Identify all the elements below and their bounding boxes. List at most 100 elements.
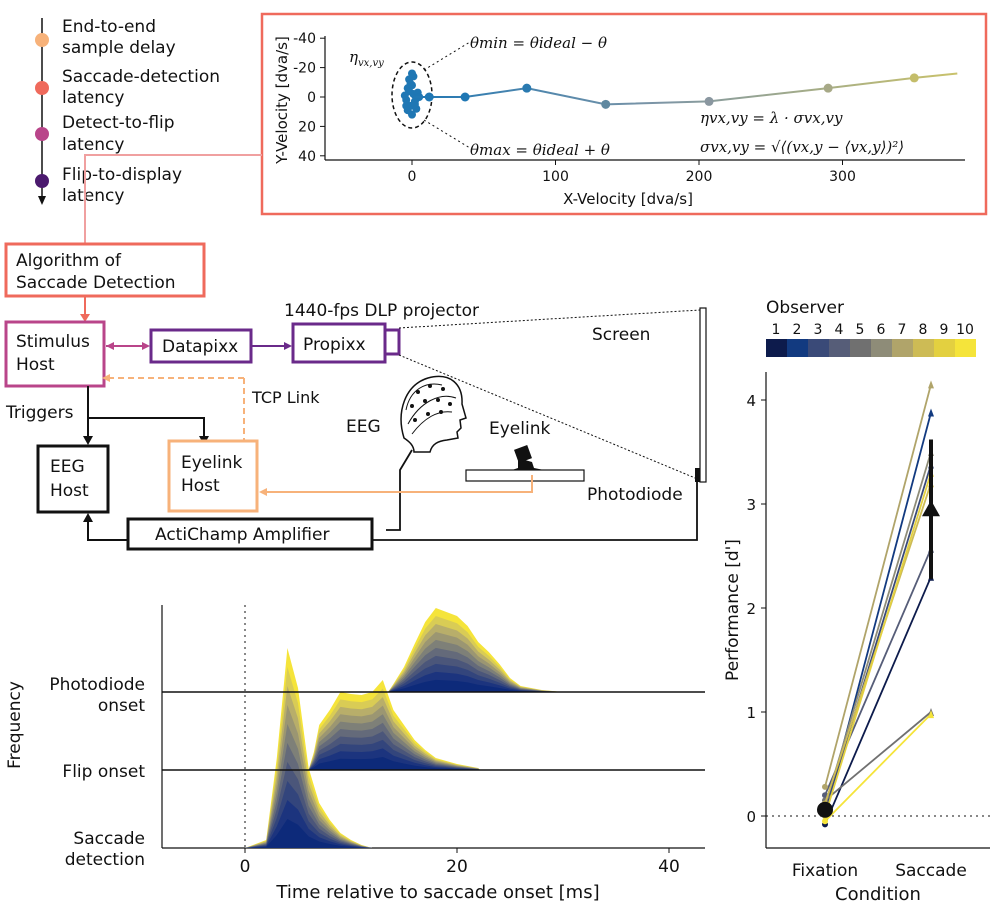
photodiode-cable (372, 482, 698, 541)
perf-xtick-saccade: Saccade (895, 861, 967, 881)
observer-legend-label: 9 (940, 322, 949, 338)
ridge-label-saccade-1: Saccade (73, 829, 145, 849)
eeg-cable (386, 449, 413, 531)
amplifier-to-eeg-arrow (83, 513, 93, 522)
algo-to-stimulus-arrow (80, 314, 90, 322)
theta-max-line (423, 119, 471, 149)
velocity-xtick-label: 0 (408, 169, 417, 185)
perf-ytick-label: 0 (746, 808, 756, 826)
perf-ytick-label: 3 (746, 496, 756, 514)
observer-legend-swatch (808, 339, 829, 357)
ridge-ylabel: Frequency (5, 681, 25, 769)
stimulus-host-box (4, 320, 106, 388)
observer-legend-label: 1 (772, 322, 781, 338)
velocity-point (424, 92, 434, 102)
trigger-arrow-eeg (83, 436, 93, 445)
observer-point-saccade (928, 710, 934, 719)
eeg-head-icon (400, 375, 467, 453)
eeg-host-box (36, 444, 110, 514)
legend-dot-detect-to-flip (35, 127, 49, 141)
velocity-ylabel: Y-Velocity [dva/s] (273, 36, 291, 165)
block-diagram: Algorithm of Saccade Detection Stimulus … (4, 242, 707, 551)
legend-label-2b: latency (62, 88, 124, 108)
cluster-point (400, 91, 409, 100)
legend-dot-end-to-end (35, 33, 49, 47)
legend-timeline-arrow (38, 196, 46, 205)
stimulus-host-label-1: Stimulus (16, 332, 90, 352)
observer-legend-label: 6 (877, 322, 886, 338)
amplifier-to-eeg-line (87, 518, 128, 541)
eyelink-cable (262, 475, 533, 493)
eyelink-mount-icon (512, 458, 544, 470)
photodiode-sensor (695, 468, 700, 482)
velocity-point (601, 99, 611, 109)
observer-legend-title: Observer (766, 298, 844, 318)
datapixx-label: Datapixx (162, 337, 238, 357)
ridge-xtick-label: 20 (446, 857, 468, 877)
legend-label-3a: Detect-to-flip (62, 113, 175, 133)
saccade-mean-marker (922, 500, 940, 517)
observer-legend-label: 8 (919, 322, 928, 338)
perf-xlabel: Condition (835, 884, 921, 905)
velocity-ytick-label: -20 (293, 61, 316, 77)
observer-legend-label: 10 (956, 322, 974, 338)
velocity-xlabel: X-Velocity [dva/s] (563, 190, 693, 208)
observer-legend-swatch (766, 339, 787, 357)
perf-mean (817, 439, 940, 818)
trigger-line-eyelink (88, 417, 205, 440)
observer-legend-swatch (913, 339, 934, 357)
cluster-point (406, 79, 415, 88)
observer-legend-swatch (787, 339, 808, 357)
legend-label-1a: End-to-end (62, 17, 156, 37)
eeg-host-label-1: EEG (50, 457, 85, 477)
observer-legend-label: 5 (856, 322, 865, 338)
observer-line-7 (824, 384, 932, 788)
eq-eta-lambda: ηvx,vy = λ · σvx,vy (700, 109, 843, 127)
eyelink-cable-arrow (259, 488, 267, 496)
observer-legend-label: 2 (793, 322, 802, 338)
velocity-ytick-label: 0 (307, 90, 316, 106)
ridge-label-photodiode-1: Photodiode (49, 675, 145, 695)
eyelink-host-label-2: Host (181, 476, 220, 496)
perf-ytick-label: 4 (746, 392, 756, 410)
velocity-panel-frame (260, 12, 988, 216)
algorithm-label-2: Saccade Detection (16, 273, 176, 293)
eeg-host-label-2: Host (50, 481, 89, 501)
velocity-ytick-label: -40 (293, 31, 316, 47)
ridge-layer (308, 756, 481, 770)
observer-legend-swatch (955, 339, 976, 357)
legend-dot-saccade-detection (35, 81, 49, 95)
velocity-point (460, 92, 470, 102)
stim-datapixx-arrow-right (142, 342, 150, 350)
perf-ytick-label: 2 (746, 600, 756, 618)
tcp-arrow-left (102, 374, 110, 382)
ridge-xtick-label: 0 (240, 857, 251, 877)
fixation-mean-marker (817, 801, 833, 818)
cluster-point (402, 101, 411, 110)
triggers-label: Triggers (5, 403, 74, 423)
eyelink-host-label-1: Eyelink (181, 453, 242, 473)
legend-dot-flip-to-display (35, 174, 49, 188)
cluster-point (408, 69, 416, 78)
observer-point-fixation (822, 818, 828, 825)
observer-line-6 (824, 451, 932, 806)
ridge-xlabel: Time relative to saccade onset [ms] (275, 882, 599, 903)
observer-legend-label: 4 (835, 322, 844, 338)
legend-label-1b: sample delay (62, 38, 176, 58)
velocity-xtick-label: 200 (686, 169, 713, 185)
stim-datapixx-arrow-left (106, 342, 114, 350)
observer-line-4 (824, 548, 932, 796)
velocity-trajectory (412, 72, 958, 106)
perf-observer-lines (822, 380, 934, 828)
eq-eta: ηvx,vy (349, 48, 384, 69)
observer-legend-swatch (892, 339, 913, 357)
observer-legend-swatch (850, 339, 871, 357)
cluster-points (400, 69, 424, 119)
